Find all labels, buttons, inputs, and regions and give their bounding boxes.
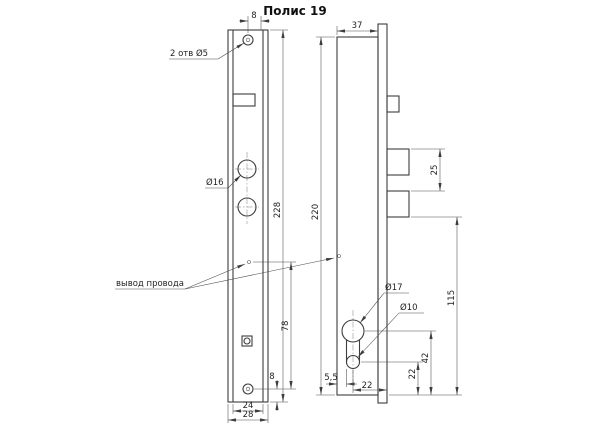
dim-bolt-to-bottom-115: 115 (447, 290, 457, 306)
bottom-screw-hole (242, 383, 254, 395)
dim-height-228: 228 (273, 202, 283, 218)
dim-edge-offset-55: 5,5 (324, 373, 338, 383)
wire-outlet-point-side (337, 254, 341, 258)
cylinder-hole-large (341, 319, 365, 343)
bottom-screw-hole-center (245, 386, 251, 392)
front-view: 8 228 78 8 24 28 2 отв Ø5 Ø16 вывод (115, 11, 335, 423)
dim-width-inner-24: 24 (243, 401, 254, 411)
dim-small-circle-to-bottom-22: 22 (408, 369, 418, 380)
leader-line (227, 174, 242, 189)
wire-outlet-point-front (247, 260, 251, 264)
square-hole (241, 335, 253, 347)
top-screw-hole-center (245, 37, 251, 43)
leader-line (184, 263, 246, 290)
upper-bolt-hole (237, 159, 257, 179)
dim-height-220: 220 (311, 204, 321, 220)
side-view: 37 220 25 115 42 22 5,5 22 Ø17 (311, 21, 462, 404)
dim-bottom-offset: 8 (269, 372, 274, 382)
dim-backset-22: 22 (362, 381, 373, 391)
leader-line (359, 292, 385, 324)
dim-top-offset: 8 (251, 11, 256, 21)
leader-line (184, 257, 335, 290)
holes-note-label: 2 отв Ø5 (170, 48, 208, 59)
leader-line (357, 312, 400, 358)
faceplate-edge (377, 23, 388, 404)
dim-cylinder-to-bottom-42: 42 (421, 353, 431, 364)
dim-lower-span-78: 78 (281, 321, 291, 332)
diameter16-label: Ø16 (206, 177, 224, 188)
dead-bolt-lower (386, 190, 410, 218)
diameter10-label: Ø10 (400, 302, 418, 313)
square-hole-circle (243, 337, 251, 345)
dead-bolt-upper (386, 148, 410, 176)
diameter17-label: Ø17 (385, 282, 403, 293)
leader-line (217, 42, 245, 60)
latch-bolt (386, 95, 400, 113)
drawing-title: Полис 19 (263, 4, 326, 18)
dim-depth-37: 37 (352, 21, 363, 31)
wire-note-label: вывод провода (116, 279, 184, 289)
lock-body (336, 36, 379, 396)
top-screw-hole (242, 34, 254, 46)
dim-width-outer-28: 28 (243, 410, 254, 420)
lower-bolt-hole (237, 197, 257, 217)
latch-slot (232, 93, 256, 107)
dim-bolt-spacing-25: 25 (430, 165, 440, 176)
